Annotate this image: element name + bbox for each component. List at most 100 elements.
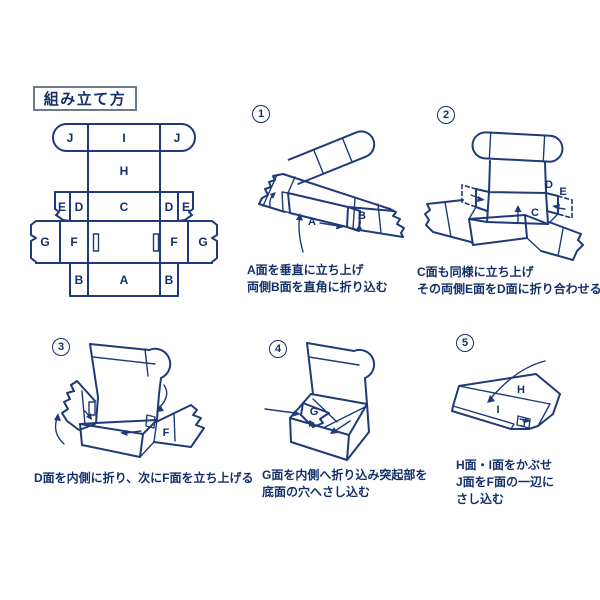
wing-left-jagged — [61, 380, 96, 431]
c-lift-arrow-head — [514, 205, 522, 212]
row3-folds — [69, 191, 179, 222]
wing-left-fold — [81, 390, 86, 426]
panel-label-j-left: J — [67, 131, 74, 145]
sheet-right-jagged-end — [389, 208, 405, 238]
cover-arrow — [490, 360, 546, 399]
a-to-b-arrow-head — [336, 223, 344, 230]
row5-folds — [69, 262, 179, 297]
g-fold-arrow-head — [309, 420, 315, 427]
step5-caption-line3: さし込む — [456, 492, 505, 506]
fold-line — [312, 137, 353, 175]
lock-slot-right — [152, 233, 160, 252]
panel-label-b-right: B — [165, 273, 174, 287]
wing-right-fold — [173, 412, 176, 442]
panel-label-j-right: J — [174, 131, 181, 145]
cover-arrow-head — [487, 395, 495, 403]
lid-strip — [287, 130, 376, 185]
panel-label-e-left: E — [58, 200, 66, 214]
panel-label-i: I — [122, 131, 125, 145]
d-fold-arrow — [159, 384, 168, 408]
fold-arrow-left-head — [270, 192, 276, 199]
inner-arrow-head — [330, 427, 338, 434]
row4-top-edge — [30, 220, 218, 226]
label-d: D — [545, 179, 553, 191]
e-fold-arrow-left — [470, 194, 480, 199]
e-fold-arrow-left-head — [477, 196, 485, 202]
step4-number-text: 4 — [274, 343, 282, 355]
panel-label-d-right: D — [165, 200, 174, 214]
step1-caption-line1: A面を垂直に立ち上げ — [247, 263, 364, 277]
step4-caption-line2: 底面の穴へさし込む — [262, 485, 371, 499]
e-fold-arrow-right-head — [552, 204, 560, 210]
panel-label-c: C — [120, 200, 129, 214]
lip-fold-line — [452, 405, 515, 430]
inner-arrow-head — [120, 430, 128, 436]
fold-line — [92, 348, 156, 377]
step1-diagram: A B — [258, 130, 405, 253]
box-outer-walls — [289, 403, 370, 461]
step1-caption: A面を垂直に立ち上げ 両側B面を直角に折り込む — [247, 262, 388, 296]
b-tab-left — [281, 191, 291, 214]
step1-number-text: 1 — [257, 108, 265, 120]
lid-stadium-outline — [471, 131, 564, 163]
fold-line — [488, 131, 546, 163]
label-c: C — [531, 207, 539, 219]
fold-line — [308, 356, 360, 366]
panel-label-f-right: F — [170, 235, 177, 249]
wing-right-jagged — [153, 404, 205, 448]
external-arrow — [264, 408, 296, 414]
h-strip-sides — [488, 160, 547, 194]
step5-caption: H面・I面をかぶせ J面をF面の一辺に さし込む — [456, 457, 554, 508]
h-panel-sides — [87, 150, 161, 193]
step2-caption-line1: C面も同様に立ち上げ — [417, 265, 534, 279]
step2-caption-line2: その両側E面をD面に折り合わせる — [417, 282, 600, 296]
lift-arrow-left-head — [54, 413, 61, 421]
step2-number-text: 2 — [442, 109, 450, 121]
right-cap-edge — [537, 403, 551, 427]
step3-caption-line1: D面を内側に折り、次にF面を立ち上げる — [34, 471, 254, 485]
slot-left-wall — [88, 401, 96, 416]
lid-strip — [306, 342, 376, 405]
step5-diagram: H I J — [451, 360, 561, 430]
label-f: F — [163, 427, 170, 439]
fold-line — [87, 123, 161, 152]
label-b: B — [358, 210, 366, 222]
sheet-mid-fold — [347, 206, 394, 212]
d-fold-arrow-small-head — [86, 413, 92, 420]
box-rim — [79, 419, 158, 435]
wing-left — [424, 199, 472, 243]
panel-label-h: H — [120, 164, 129, 178]
step1-caption-line2: 両側B面を直角に折り込む — [247, 280, 388, 294]
panel-label-a: A — [120, 273, 129, 287]
label-g: G — [310, 406, 319, 418]
box-rim — [289, 393, 368, 436]
step2-diagram: C D E — [424, 131, 584, 261]
inner-arrow — [334, 420, 351, 432]
step4-caption: G面を内側へ折り込み突起部を 底面の穴へさし込む — [262, 467, 427, 501]
sheet-far-edge — [282, 173, 391, 210]
step3-caption: D面を内側に折り、次にF面を立ち上げる — [34, 470, 254, 487]
c-wall — [486, 191, 549, 225]
panel-label-b-left: B — [75, 273, 84, 287]
lift-arrow — [298, 215, 304, 253]
d-fold-arrow-head — [156, 405, 164, 412]
step5-caption-line2: J面をF面の一辺に — [456, 475, 555, 489]
step4-caption-line1: G面を内側へ折り込み突起部を — [262, 468, 428, 482]
e-flap-right-dashed — [557, 195, 573, 219]
panel-label-f-left: F — [70, 235, 77, 249]
step3-diagram: F — [54, 343, 205, 458]
lid-strip — [89, 343, 172, 398]
label-i: I — [496, 404, 499, 416]
g-right-outline — [211, 224, 218, 264]
step5-caption-line1: H面・I面をかぶせ — [456, 458, 553, 472]
label-a: A — [308, 216, 316, 228]
step2-caption: C面も同様に立ち上げ その両側E面をD面に折り合わせる — [417, 264, 600, 298]
box-template-diagram: J I J H E D C D E G F F G B A B — [30, 123, 218, 297]
a-to-b-arrow — [319, 222, 340, 227]
fold-line — [262, 174, 382, 234]
step1-number: 1 — [252, 105, 270, 123]
d-tab-right — [145, 414, 156, 429]
label-e: E — [559, 186, 566, 198]
j-insert-arrow-head — [524, 418, 531, 423]
page-title-text: 組み立て方 — [43, 91, 127, 108]
